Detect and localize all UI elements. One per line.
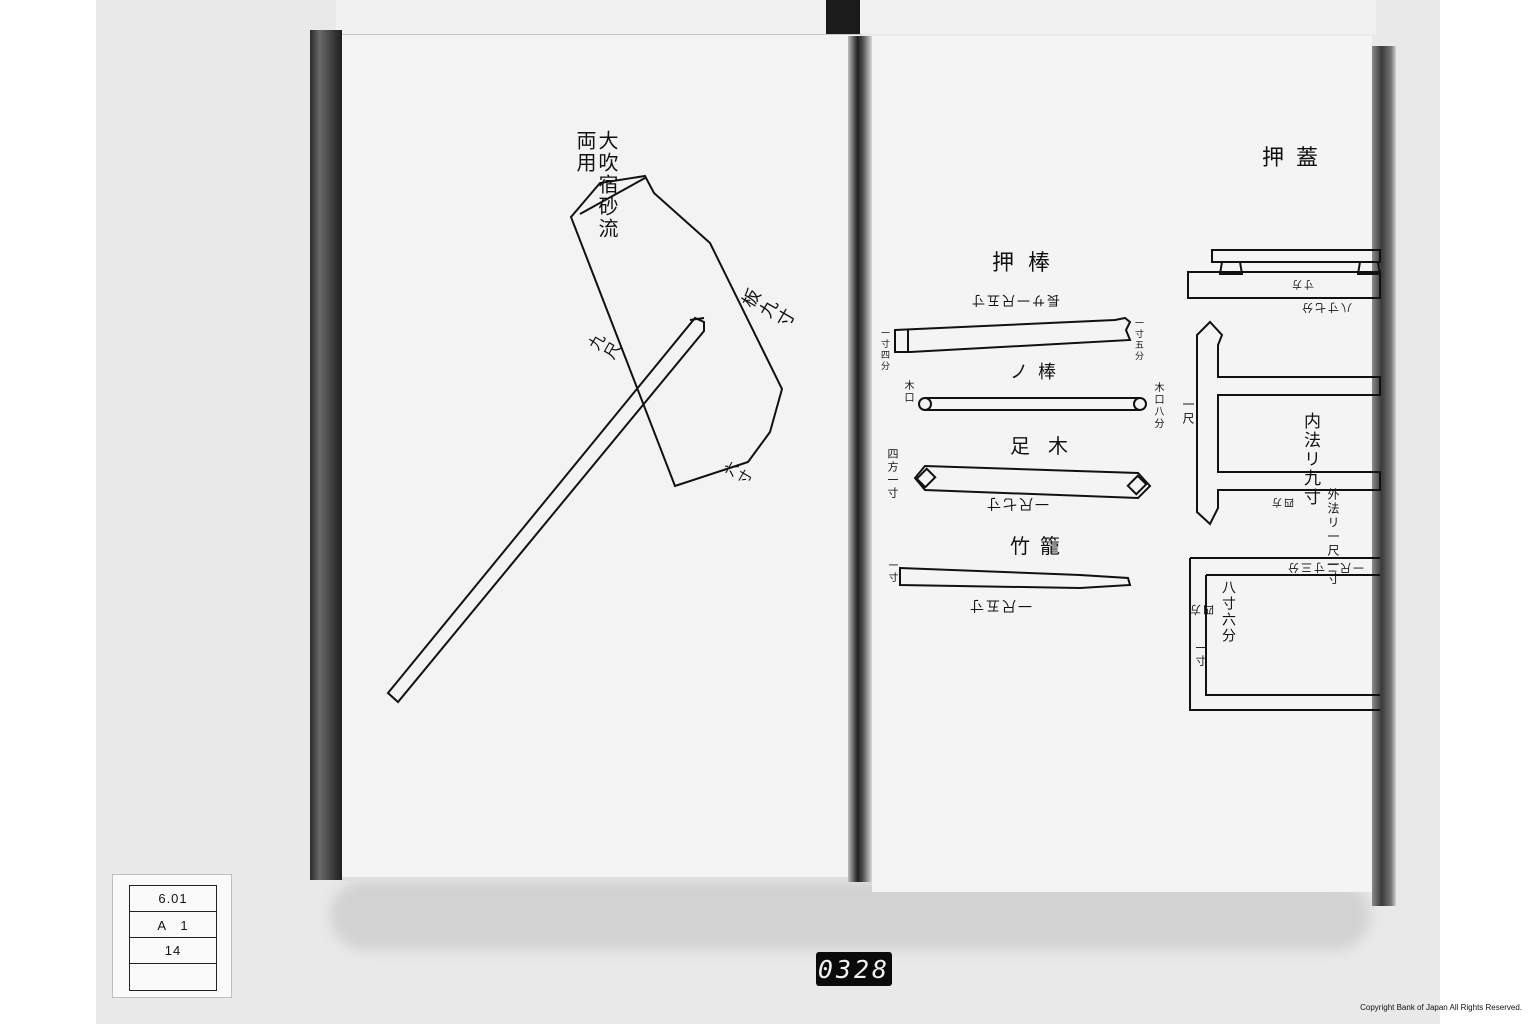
label-row-number: A 1	[130, 912, 216, 938]
frame-top: 八寸七分	[1300, 301, 1352, 314]
press-rod	[925, 397, 1140, 411]
cage-title: 竹籠	[1010, 534, 1070, 558]
frame-outer2: 四方	[1270, 496, 1294, 507]
right-page	[872, 36, 1372, 892]
frame-bottom-d: 一寸	[1194, 642, 1207, 668]
bar-title: 押棒	[992, 251, 1065, 276]
cage-side: 一寸	[886, 560, 897, 584]
rod-left: 木口	[902, 380, 913, 404]
page-bottom-edge	[342, 877, 862, 881]
label-grid: 6.01 A 1 14	[129, 885, 217, 991]
left-board-diagram	[386, 174, 784, 704]
copyright-notice: Copyright Bank of Japan All Rights Reser…	[1360, 1003, 1522, 1012]
lid-top-view	[1196, 320, 1381, 526]
label-item: 14	[130, 938, 216, 964]
right-title: 押蓋	[1262, 146, 1331, 171]
top-pages	[336, 0, 1376, 34]
leg-title: 足木	[1010, 434, 1086, 458]
bar-width: 一寸四分	[879, 328, 889, 372]
lid-side-view	[1187, 249, 1381, 299]
lid-frame-bottom	[1189, 557, 1380, 711]
book-edge-right	[1372, 46, 1396, 906]
frame-counter: 0328	[816, 952, 892, 986]
frame-bottom-b: 八寸六分	[1220, 580, 1236, 644]
bar-length: 長サ一尺五寸	[970, 292, 1061, 307]
leg-side: 四方一寸	[886, 448, 899, 500]
label-shelf: 6.01	[130, 886, 216, 912]
leg-wood	[913, 464, 1152, 500]
top-binding-strip	[826, 0, 860, 34]
label-extra	[130, 964, 216, 989]
frame-top2: 寸方	[1290, 278, 1314, 289]
press-bar	[894, 316, 1132, 353]
rod-title: ノ棒	[1010, 362, 1066, 383]
bar-end: 一寸五分	[1133, 318, 1143, 362]
archive-label-card: 6.01 A 1 14	[112, 874, 232, 998]
book-spine-left	[310, 30, 342, 880]
frame-inner: 内法リ九寸	[1300, 412, 1320, 507]
bamboo-cage	[899, 566, 1132, 590]
rod-right: 木口八分	[1152, 382, 1163, 430]
right-diagrams	[894, 249, 1382, 711]
frame-bottom-a: 一尺二寸三分	[1286, 561, 1364, 574]
frame-bottom-c: 四方	[1188, 603, 1214, 616]
book-gutter	[848, 36, 872, 882]
left-heading: 大吹宿砂流両用	[573, 130, 619, 240]
left-page	[342, 34, 862, 881]
frame-one: 一尺	[1181, 398, 1195, 426]
cage-length: 一尺五寸	[968, 597, 1032, 613]
frame-outer: 外法リ一尺一寸	[1326, 488, 1340, 586]
leg-length: 一尺七寸	[985, 495, 1049, 511]
